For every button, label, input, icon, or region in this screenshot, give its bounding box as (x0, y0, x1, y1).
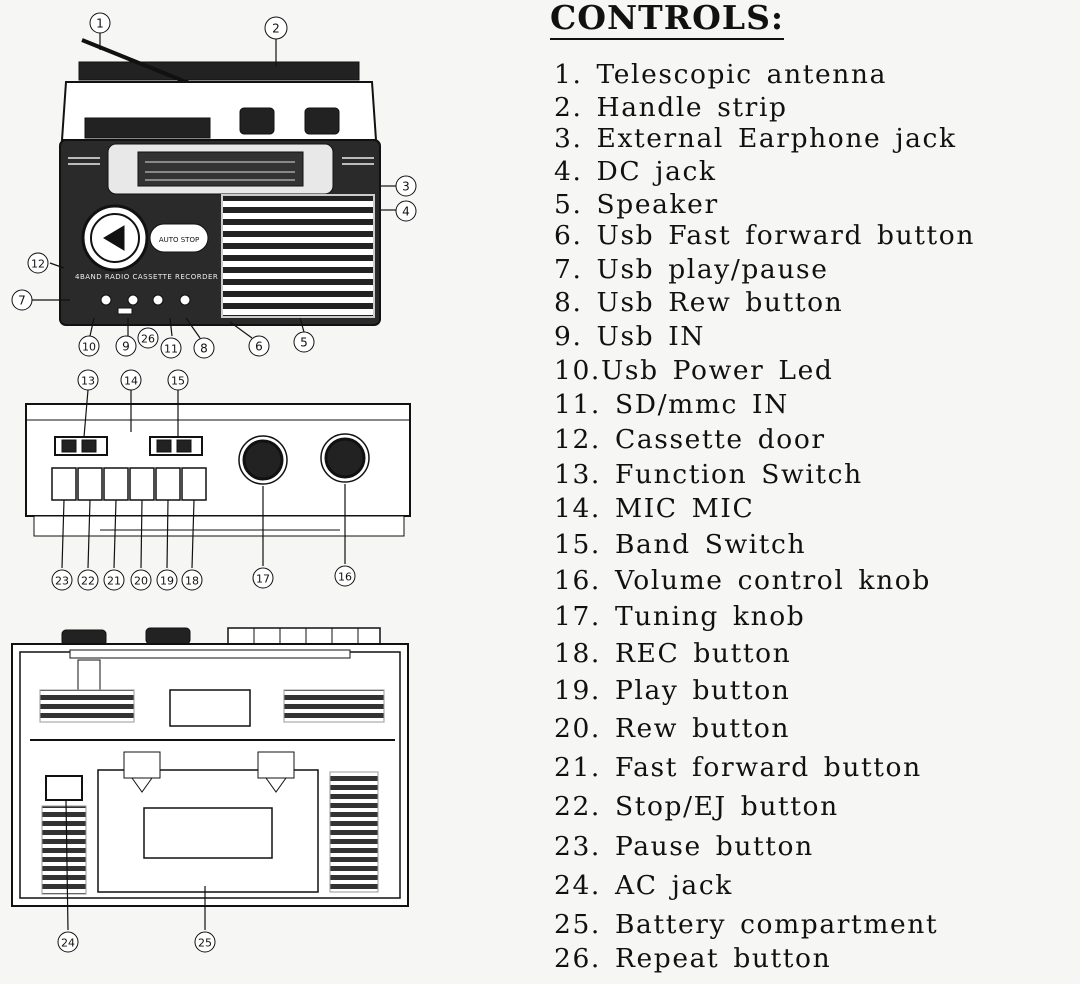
callout-circles: 1 2 3 4 5 6 7 8 9 10 11 12 13 14 15 16 1… (11, 12, 417, 953)
svg-text:15: 15 (171, 375, 185, 388)
control-item-9: 9. Usb IN (554, 321, 706, 352)
callout-5: 5 (293, 331, 315, 353)
callout-1: 1 (89, 12, 111, 34)
control-item-16: 16. Volume control knob (554, 565, 931, 596)
callout-8: 8 (193, 337, 215, 359)
callout-11: 11 (160, 337, 182, 359)
svg-text:17: 17 (256, 573, 270, 586)
callout-22: 22 (77, 569, 99, 591)
control-item-10: 10.Usb Power Led (554, 355, 834, 386)
front-view: AUTO STOP 4BAND RADIO CASSETTE RECORDER (59, 38, 381, 326)
svg-text:5: 5 (300, 336, 308, 350)
svg-text:2: 2 (272, 22, 280, 36)
callout-26: 26 (137, 327, 159, 349)
svg-text:23: 23 (55, 575, 69, 588)
callout-16: 16 (334, 565, 356, 587)
control-item-5: 5. Speaker (554, 189, 719, 220)
controls-list: CONTROLS: 1. Telescopic antenna 2. Handl… (548, 0, 1078, 984)
callout-20: 20 (130, 569, 152, 591)
control-item-22: 22. Stop/EJ button (554, 791, 839, 822)
callout-25: 25 (194, 931, 216, 953)
callout-18: 18 (181, 569, 203, 591)
svg-text:6: 6 (255, 340, 263, 354)
top-knob-left (239, 107, 275, 135)
top-view (25, 389, 411, 569)
control-item-13: 13. Function Switch (554, 459, 863, 490)
svg-text:24: 24 (61, 937, 75, 950)
svg-text:25: 25 (198, 937, 212, 950)
svg-text:11: 11 (164, 343, 178, 356)
control-item-15: 15. Band Switch (554, 529, 807, 560)
control-item-24: 24. AC jack (554, 870, 733, 901)
front-callouts (32, 33, 396, 339)
control-item-20: 20. Rew button (554, 713, 791, 744)
svg-text:13: 13 (81, 375, 95, 388)
svg-text:1: 1 (96, 17, 104, 31)
svg-text:21: 21 (107, 575, 121, 588)
callout-6: 6 (248, 335, 270, 357)
control-item-1: 1. Telescopic antenna (554, 59, 887, 90)
callout-23: 23 (51, 569, 73, 591)
control-item-8: 8. Usb Rew button (554, 287, 844, 318)
auto-stop-label: AUTO STOP (159, 236, 199, 244)
svg-text:18: 18 (185, 575, 199, 588)
callout-14: 14 (120, 369, 142, 391)
control-item-3: 3. External Earphone jack (554, 123, 957, 154)
callout-7: 7 (11, 289, 33, 311)
svg-text:16: 16 (338, 571, 352, 584)
volume-control-knob (324, 437, 366, 479)
top-knob-right (304, 107, 340, 135)
control-item-23: 23. Pause button (554, 831, 814, 862)
svg-text:20: 20 (134, 575, 148, 588)
svg-text:9: 9 (122, 340, 130, 354)
svg-text:3: 3 (402, 180, 410, 194)
callout-12: 12 (27, 252, 49, 274)
control-item-11: 11. SD/mmc IN (554, 389, 789, 420)
control-item-14: 14. MIC MIC (554, 493, 755, 524)
callout-21: 21 (103, 569, 125, 591)
front-panel-text: 4BAND RADIO CASSETTE RECORDER (75, 273, 218, 281)
callout-15: 15 (167, 369, 189, 391)
svg-text:14: 14 (124, 375, 138, 388)
svg-text:4: 4 (402, 205, 410, 219)
control-item-25: 25. Battery compartment (554, 909, 939, 940)
control-item-12: 12. Cassette door (554, 424, 826, 455)
control-item-26: 26. Repeat button (554, 943, 832, 974)
callout-24: 24 (57, 931, 79, 953)
svg-text:19: 19 (160, 575, 174, 588)
control-item-4: 4. DC jack (554, 156, 717, 187)
control-item-2: 2. Handle strip (554, 92, 788, 123)
callout-13: 13 (77, 369, 99, 391)
svg-text:7: 7 (18, 294, 26, 308)
svg-text:12: 12 (31, 258, 45, 271)
speaker (221, 194, 375, 318)
control-item-7: 7. Usb play/pause (554, 254, 829, 285)
controls-heading: CONTROLS: (550, 0, 785, 40)
callout-4: 4 (395, 200, 417, 222)
control-item-17: 17. Tuning knob (554, 601, 806, 632)
svg-text:10: 10 (82, 341, 96, 354)
tuning-knob (242, 439, 284, 481)
control-item-18: 18. REC button (554, 638, 792, 669)
callout-9: 9 (115, 335, 137, 357)
device-diagram: AUTO STOP 4BAND RADIO CASSETTE RECORDER (11, 12, 417, 953)
control-item-19: 19. Play button (554, 675, 791, 706)
svg-text:8: 8 (200, 342, 208, 356)
control-item-6: 6. Usb Fast forward button (554, 220, 976, 251)
ac-jack (45, 775, 83, 801)
svg-text:22: 22 (81, 575, 95, 588)
callout-17: 17 (252, 567, 274, 589)
svg-text:26: 26 (141, 333, 155, 346)
callout-19: 19 (156, 569, 178, 591)
callout-3: 3 (395, 175, 417, 197)
auto-stop-button (149, 223, 209, 253)
back-view (11, 627, 409, 931)
control-item-21: 21. Fast forward button (554, 752, 922, 783)
callout-2: 2 (264, 16, 288, 40)
handle-strip (78, 61, 360, 81)
callout-10: 10 (78, 335, 100, 357)
